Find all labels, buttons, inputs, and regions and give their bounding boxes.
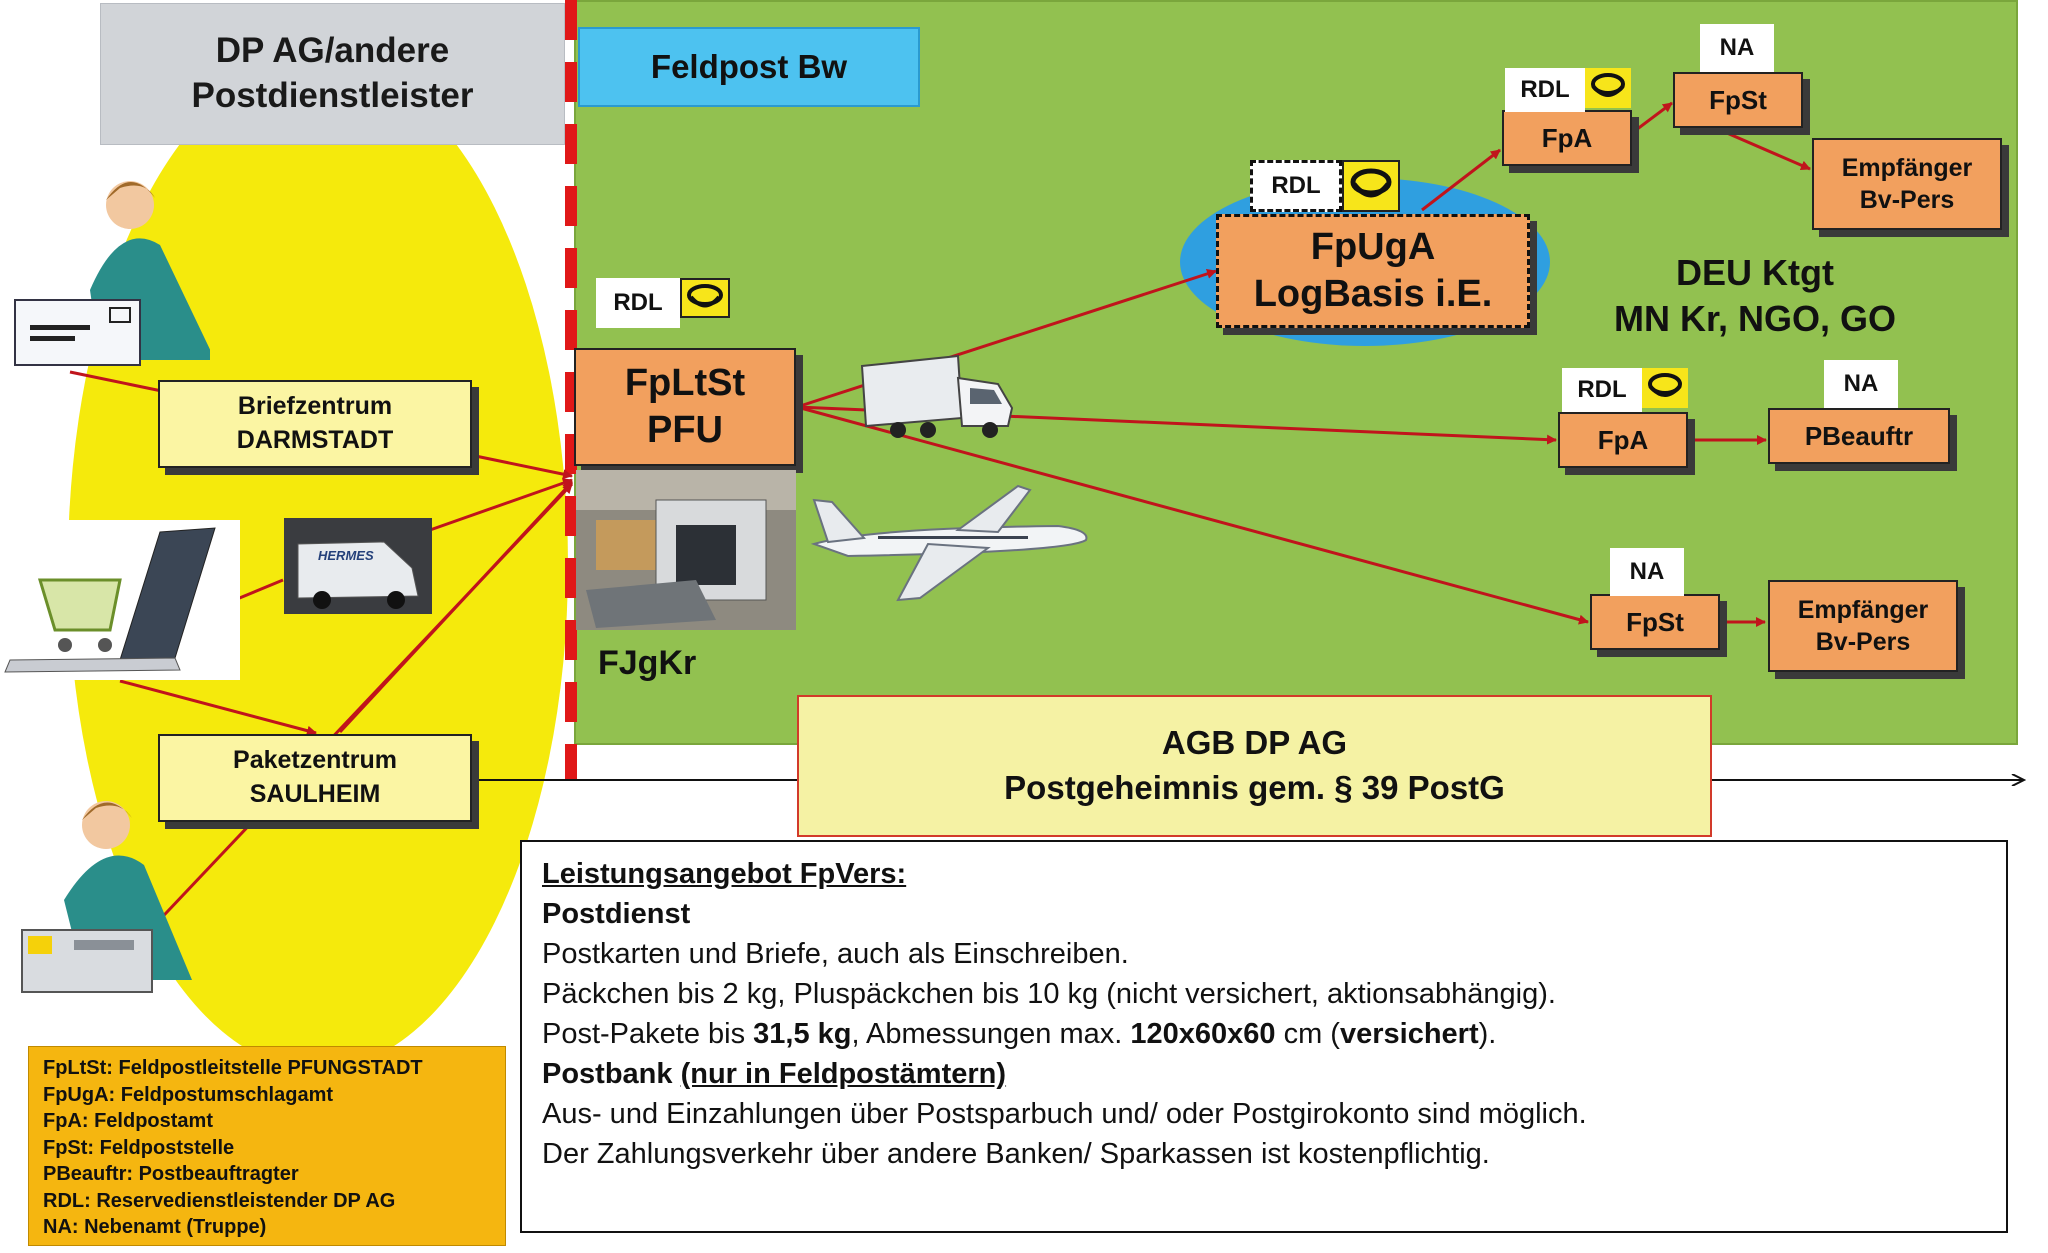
xray-scanner-image: [576, 470, 796, 630]
node-fpst-bottom: FpSt: [1590, 594, 1720, 650]
info-line5: Der Zahlungsverkehr über andere Banken/ …: [542, 1138, 1490, 1170]
legend-item: FpA: Feldpostamt: [43, 1110, 213, 1132]
rdl-tag-fpa-middle: RDL: [1562, 368, 1642, 412]
info-line3-a: Post-Pakete bis: [542, 1018, 754, 1050]
node-briefzentrum: Briefzentrum DARMSTADT: [158, 380, 472, 468]
info-postbank-heading: Postbank (nur in Feldpostämtern): [542, 1054, 1986, 1094]
node-pbeauftr: PBeauftr: [1768, 408, 1950, 464]
info-title: Leistungsangebot FpVers:: [542, 858, 907, 890]
empfaenger-top-label: Empfänger: [1841, 153, 1973, 182]
person-writing-letter-icon: [10, 160, 210, 370]
dpag-title-line2: Postdienstleister: [191, 76, 474, 115]
empfaenger-top-sublabel: Bv-Pers: [1859, 186, 1955, 214]
paketzentrum-label: Paketzentrum: [233, 746, 397, 775]
info-line2: Päckchen bis 2 kg, Pluspäckchen bis 10 k…: [542, 978, 1556, 1010]
leistungsangebot-box: Leistungsangebot FpVers: Postdienst Post…: [520, 840, 2008, 1233]
node-paketzentrum: Paketzentrum SAULHEIM: [158, 734, 472, 822]
legend-item: FpUgA: Feldpostumschlagamt: [43, 1083, 334, 1106]
abbreviation-legend: FpLtSt: Feldpostleitstelle PFUNGSTADT Fp…: [28, 1046, 506, 1246]
deu-line1: DEU Ktgt: [1676, 252, 1834, 293]
agb-line2: Postgeheimnis gem. § 39 PostG: [1004, 769, 1505, 806]
node-fpa-top: FpA: [1502, 110, 1632, 166]
deu-line2: MN Kr, NGO, GO: [1613, 298, 1897, 339]
agb-line1: AGB DP AG: [1161, 724, 1348, 762]
deu-label: DEU Ktgt MN Kr, NGO, GO: [1590, 250, 1920, 342]
info-postdienst-heading: Postdienst: [542, 898, 691, 930]
info-line1: Postkarten und Briefe, auch als Einschre…: [542, 938, 1129, 970]
briefzentrum-sublabel: DARMSTADT: [236, 426, 394, 454]
posthorn-icon: [1642, 368, 1688, 408]
info-postbank-note: (nur in Feldpostämtern): [680, 1058, 1007, 1090]
dpag-zone-title: DP AG/andere Postdienstleister: [100, 3, 565, 145]
info-line3: Post-Pakete bis 31,5 kg, Abmessungen max…: [542, 1014, 1986, 1054]
legend-item: RDL: Reservedienstleistender DP AG: [43, 1189, 396, 1212]
legend-item: FpLtSt: Feldpostleitstelle PFUNGSTADT: [43, 1057, 423, 1079]
na-tag-fpst-top: NA: [1700, 24, 1774, 72]
arrow-fpst-to-empfaenger-top: [1719, 128, 1811, 171]
rdl-tag-fpltst: RDL: [596, 278, 680, 328]
arrow-hermes-to-fpltst: [429, 478, 573, 532]
arrow-fpuga-to-fpa: [1421, 148, 1501, 212]
arrow-shop-to-paketzentrum: [119, 679, 317, 736]
node-fpuga: FpUgA LogBasis i.E.: [1216, 214, 1530, 328]
rdl-tag-fpa-top: RDL: [1505, 68, 1585, 112]
agb-box: AGB DP AG Postgeheimnis gem. § 39 PostG: [797, 695, 1712, 837]
airplane-icon: [808, 482, 1094, 602]
node-empfaenger-bottom: Empfänger Bv-Pers: [1768, 580, 1958, 672]
hermes-van-label: HERMES: [318, 548, 374, 563]
truck-icon: [858, 348, 1018, 440]
arrow-parcel-to-fpltst: [148, 482, 574, 932]
paketzentrum-sublabel: SAULHEIM: [249, 780, 381, 808]
na-tag-pbeauftr: NA: [1824, 360, 1898, 408]
legend-item: PBeauftr: Postbeauftragter: [43, 1163, 299, 1185]
feldpost-zone-title: Feldpost Bw: [578, 27, 920, 107]
arrow-fpltst-to-fpst: [796, 405, 1589, 625]
fpuga-label: FpUgA: [1310, 225, 1436, 268]
briefzentrum-label: Briefzentrum: [237, 392, 393, 421]
na-tag-fpst-bottom: NA: [1610, 548, 1684, 596]
info-line3-weight: 31,5 kg: [753, 1018, 852, 1050]
dpag-title-line1: DP AG/andere: [215, 31, 450, 71]
info-line3-g: ).: [1478, 1018, 1497, 1050]
node-fpltst: FpLtSt PFU: [574, 348, 796, 466]
posthorn-icon: [680, 278, 730, 318]
node-fpst-top: FpSt: [1673, 72, 1803, 128]
person-with-parcel-icon: [14, 790, 194, 1000]
fpltst-label: FpLtSt: [624, 361, 746, 404]
info-line3-c: , Abmessungen max.: [851, 1018, 1131, 1050]
hermes-van-image: HERMES: [284, 518, 432, 614]
empfaenger-bottom-sublabel: Bv-Pers: [1815, 628, 1911, 656]
arrow-fpa-to-fpst-top: [1631, 101, 1673, 135]
fpltst-sublabel: PFU: [647, 409, 723, 451]
info-line3-size: 120x60x60: [1130, 1018, 1276, 1050]
rdl-tag-fpuga: RDL: [1250, 160, 1342, 212]
info-postbank: Postbank: [542, 1058, 673, 1090]
posthorn-icon: [1342, 160, 1400, 212]
fjgkr-label: FJgKr: [598, 644, 697, 682]
info-line3-insured: versichert: [1339, 1018, 1479, 1050]
zone-border-dashed: [565, 0, 577, 780]
legend-item: FpSt: Feldpoststelle: [43, 1136, 235, 1159]
legend-item: NA: Nebenamt (Truppe): [43, 1216, 267, 1238]
info-line3-e: cm (: [1275, 1018, 1340, 1050]
fpuga-sublabel: LogBasis i.E.: [1253, 273, 1493, 315]
posthorn-icon: [1585, 68, 1631, 108]
empfaenger-bottom-label: Empfänger: [1797, 595, 1929, 624]
node-empfaenger-top: Empfänger Bv-Pers: [1812, 138, 2002, 230]
info-line4: Aus- und Einzahlungen über Postsparbuch …: [542, 1098, 1587, 1130]
laptop-shopping-cart-icon: [0, 520, 240, 680]
node-fpa-middle: FpA: [1558, 412, 1688, 468]
